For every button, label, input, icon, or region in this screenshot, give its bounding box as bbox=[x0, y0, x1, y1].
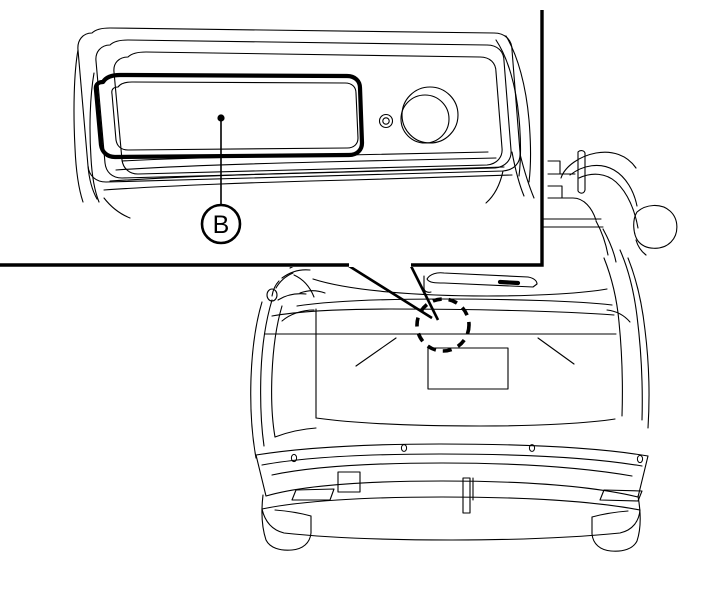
license-plate-recess bbox=[427, 347, 509, 390]
tail-lamp-left bbox=[281, 309, 315, 322]
callout-leader-right bbox=[409, 265, 440, 321]
callout-leader-lines bbox=[348, 264, 440, 321]
body-right-contour bbox=[603, 249, 650, 429]
marker-b-leader-dot bbox=[217, 114, 225, 122]
roof-and-upper-body bbox=[547, 151, 639, 229]
rear-tire-right bbox=[591, 495, 641, 552]
roof-antenna-fin bbox=[577, 150, 586, 194]
rear-bumper bbox=[255, 443, 649, 541]
detail-panel-background bbox=[0, 9, 543, 267]
callout-leader-left bbox=[348, 264, 433, 320]
side-mirror-right bbox=[633, 204, 678, 256]
exhaust-outlet bbox=[462, 477, 474, 514]
garnish-lower-contours bbox=[73, 35, 535, 219]
back-door-handle-knob bbox=[400, 86, 459, 144]
callout-marker-b[interactable]: B bbox=[200, 203, 242, 245]
back-door-panel bbox=[264, 278, 617, 427]
grommet-detail bbox=[378, 113, 394, 129]
callout-marker-b-leader bbox=[217, 114, 225, 206]
rear-reflector-left bbox=[291, 488, 335, 501]
rear-reflector-right bbox=[599, 489, 643, 502]
tow-hook-cover bbox=[337, 471, 361, 493]
rear-tire-left bbox=[261, 494, 312, 551]
body-left-contour bbox=[250, 299, 317, 459]
detail-panel-frame-right bbox=[411, 10, 544, 267]
tail-lamp-right bbox=[606, 309, 631, 323]
rear-window-glass bbox=[542, 185, 617, 263]
dashed-location-circle bbox=[415, 297, 471, 353]
detail-view-panel: B bbox=[0, 9, 544, 267]
bumper-sensor-holes bbox=[290, 444, 644, 464]
marker-b-ring bbox=[200, 203, 242, 245]
marker-b-label: B bbox=[213, 211, 230, 239]
rear-wiper-blade bbox=[423, 272, 538, 293]
vehicle-rear-view bbox=[250, 150, 678, 552]
back-door-garnish bbox=[93, 72, 365, 160]
